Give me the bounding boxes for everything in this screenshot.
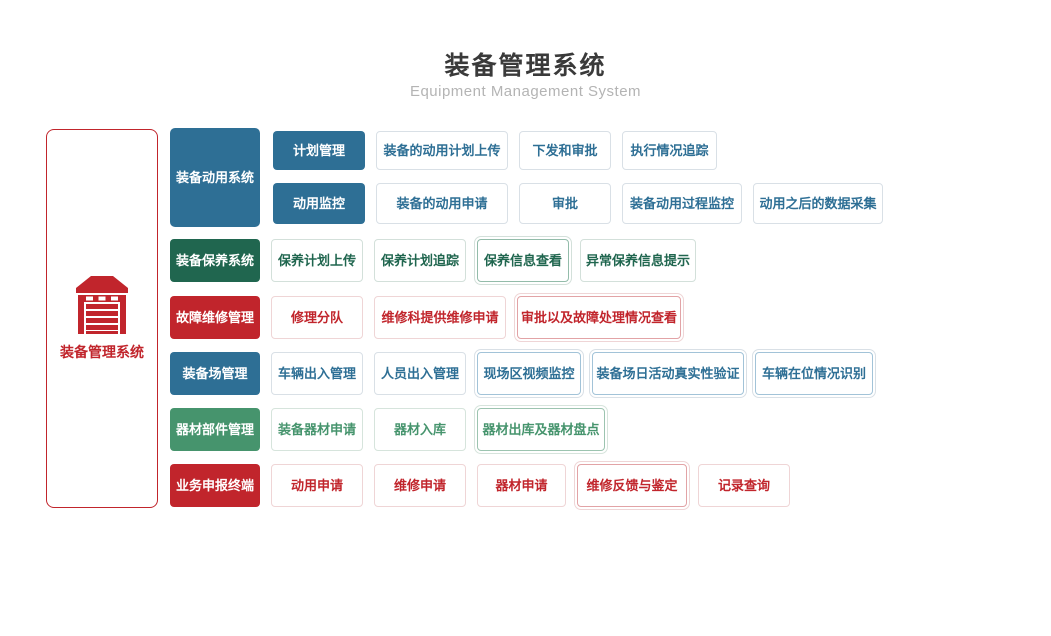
root-node-equipment-management: 装备管理系统 [46,129,158,508]
node-record-query: 记录查询 [698,464,790,507]
page-title: 装备管理系统 [444,52,607,80]
node-issue-and-approval: 下发和审批 [519,131,611,170]
category-fault-repair-management: 故障维修管理 [170,296,260,339]
node-materials-request: 器材申请 [477,464,566,507]
category-materials-parts-management: 器材部件管理 [170,408,260,451]
row-mobilization-monitoring: 动用监控 装备的动用申请 审批 装备动用过程监控 动用之后的数据采集 [273,183,883,224]
row-materials-parts-management: 器材部件管理 装备器材申请 器材入库 器材出库及器材盘点 [170,405,608,454]
category-equipment-mobilization-system: 装备动用系统 [170,128,260,227]
subcategory-plan-management: 计划管理 [273,131,365,170]
node-yard-activity-authenticity-verification: 装备场日活动真实性验证 [589,349,747,398]
node-maintenance-plan-tracking: 保养计划追踪 [374,239,466,282]
node-equipment-materials-application: 装备器材申请 [271,408,363,451]
node-repair-request: 维修申请 [374,464,466,507]
row-fault-repair-management: 故障维修管理 修理分队 维修科提供维修申请 审批以及故障处理情况查看 [170,293,684,342]
page-subtitle: Equipment Management System [409,83,642,100]
category-equipment-yard-management: 装备场管理 [170,352,260,395]
node-vehicle-access-management: 车辆出入管理 [271,352,363,395]
node-materials-outbound-and-inventory: 器材出库及器材盘点 [474,405,608,454]
node-repair-feedback-appraisal: 维修反馈与鉴定 [574,461,690,510]
node-repair-dept-application: 维修科提供维修申请 [374,296,506,339]
node-mobilization-request: 动用申请 [271,464,363,507]
node-vehicle-in-place-recognition: 车辆在位情况识别 [752,349,876,398]
subcategory-mobilization-monitoring: 动用监控 [273,183,365,224]
row-plan-management: 计划管理 装备的动用计划上传 下发和审批 执行情况追踪 [273,131,717,170]
root-node-label: 装备管理系统 [60,343,144,360]
node-execution-tracking: 执行情况追踪 [622,131,717,170]
node-personnel-access-management: 人员出入管理 [374,352,466,395]
node-repair-unit: 修理分队 [271,296,363,339]
row-maintenance-system: 装备保养系统 保养计划上传 保养计划追踪 保养信息查看 异常保养信息提示 [170,236,696,285]
node-site-video-monitoring: 现场区视频监控 [474,349,584,398]
node-maintenance-info-view: 保养信息查看 [474,236,572,285]
node-materials-inbound: 器材入库 [374,408,466,451]
garage-icon [76,275,128,334]
node-approval-and-fault-handling-view: 审批以及故障处理情况查看 [514,293,684,342]
node-post-mobilization-data-collection: 动用之后的数据采集 [753,183,883,224]
category-equipment-maintenance-system: 装备保养系统 [170,239,260,282]
node-mobilization-plan-upload: 装备的动用计划上传 [376,131,508,170]
row-business-application-terminal: 业务申报终端 动用申请 维修申请 器材申请 维修反馈与鉴定 记录查询 [170,461,790,510]
category-business-application-terminal: 业务申报终端 [170,464,260,507]
row-equipment-yard-management: 装备场管理 车辆出入管理 人员出入管理 现场区视频监控 装备场日活动真实性验证 … [170,349,876,398]
node-mobilization-process-monitoring: 装备动用过程监控 [622,183,742,224]
node-mobilization-application: 装备的动用申请 [376,183,508,224]
node-abnormal-maintenance-alert: 异常保养信息提示 [580,239,696,282]
node-maintenance-plan-upload: 保养计划上传 [271,239,363,282]
node-approval: 审批 [519,183,611,224]
